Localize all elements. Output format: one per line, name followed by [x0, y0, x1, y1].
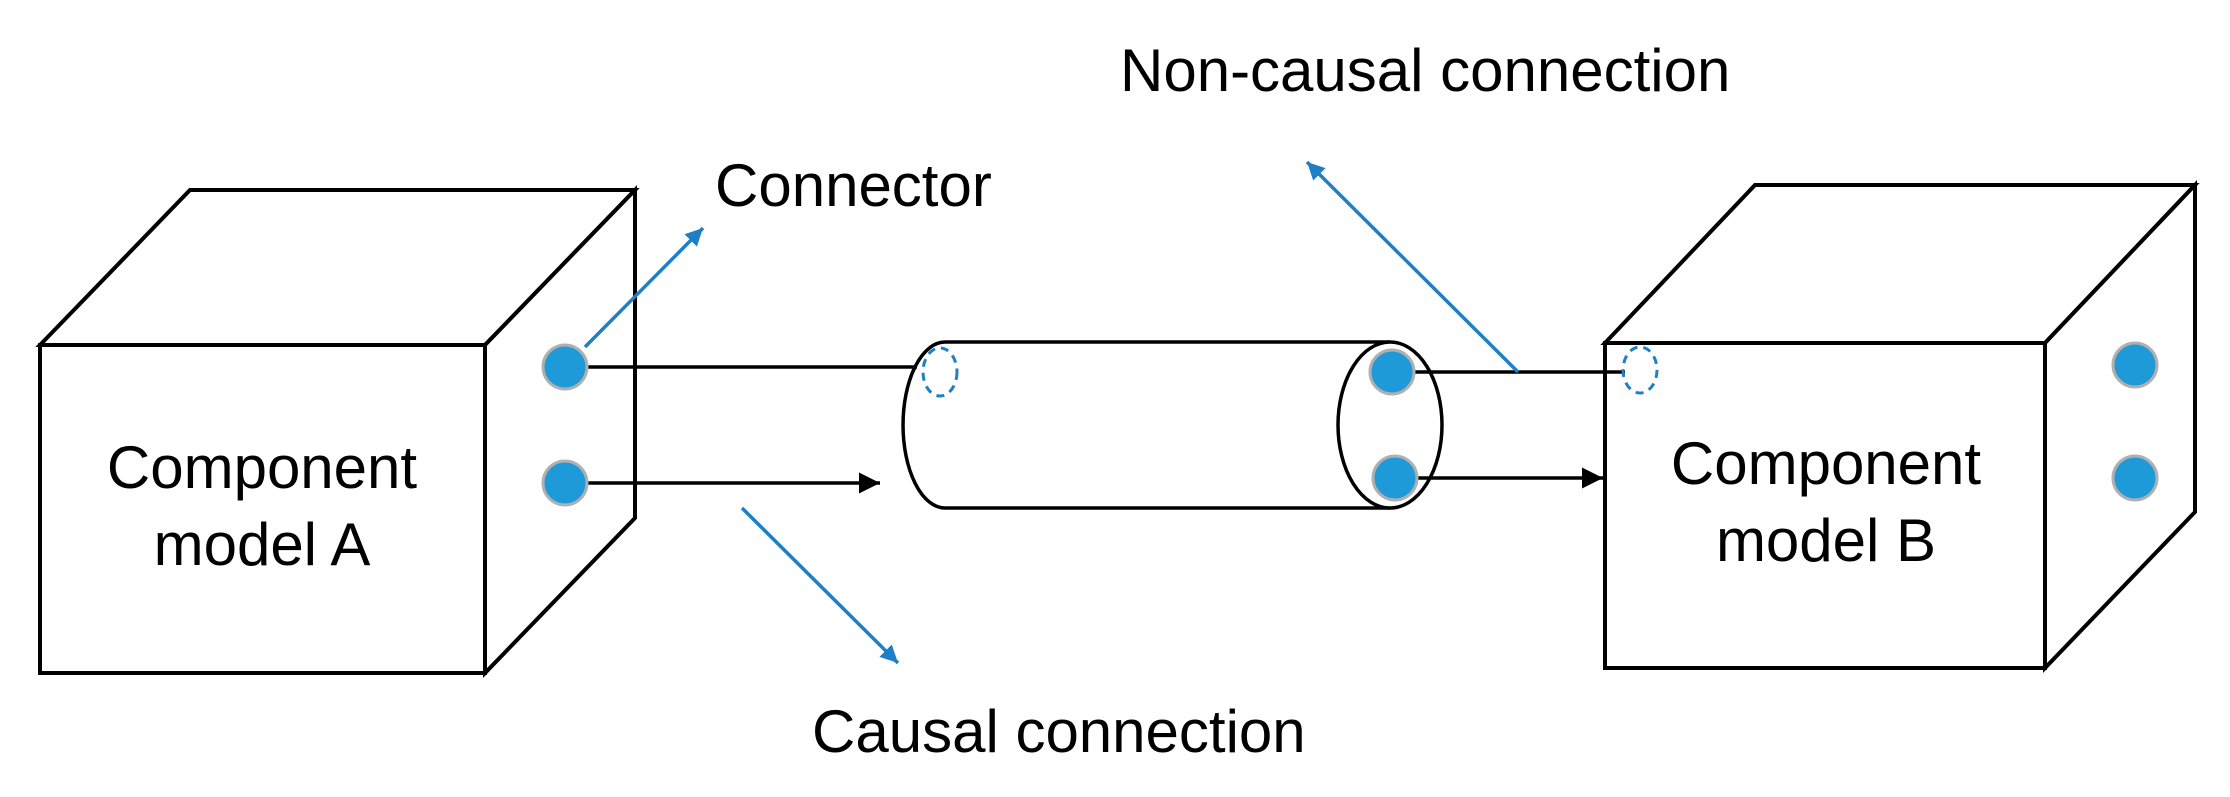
port-icon-a-bottom	[541, 459, 589, 507]
cylinder-body	[903, 342, 1390, 508]
ports	[541, 341, 2159, 507]
port-icon-a-top	[541, 343, 589, 391]
causal-pointer-arrow	[740, 506, 900, 665]
component-model-a: Component model A	[35, 185, 640, 678]
model-a-label-line2: model A	[154, 511, 371, 578]
port-icon-cylinder-bottom	[1371, 454, 1419, 502]
connection-cylinder	[901, 340, 1444, 510]
model-b-hidden-port-icon	[1621, 345, 1659, 395]
port-icon-b-right-bottom	[2111, 454, 2159, 502]
cylinder-hidden-port-icon	[921, 346, 959, 398]
cylinder-right-cap	[1336, 340, 1444, 510]
component-model-b: Component model B	[1600, 179, 2200, 673]
port-icon-cylinder-top	[1368, 348, 1416, 396]
model-b-label-line1: Component	[1671, 430, 1982, 497]
model-b-front-face	[1603, 341, 2047, 670]
cylinder-left-cap	[901, 340, 946, 510]
connector-pointer-arrow	[583, 226, 705, 349]
non-causal-pointer-arrow	[1305, 160, 1520, 374]
non-causal-connection-label: Non-causal connection	[1120, 37, 1730, 104]
model-a-label-line1: Component	[107, 434, 418, 501]
port-icon-b-right-top	[2111, 341, 2159, 389]
model-b-label-line2: model B	[1716, 507, 1936, 574]
connection-wires	[565, 365, 1625, 494]
connector-label: Connector	[715, 152, 992, 219]
model-a-front-face	[38, 343, 487, 675]
annotation-arrows	[583, 160, 1520, 665]
causal-connection-label: Causal connection	[812, 698, 1306, 765]
